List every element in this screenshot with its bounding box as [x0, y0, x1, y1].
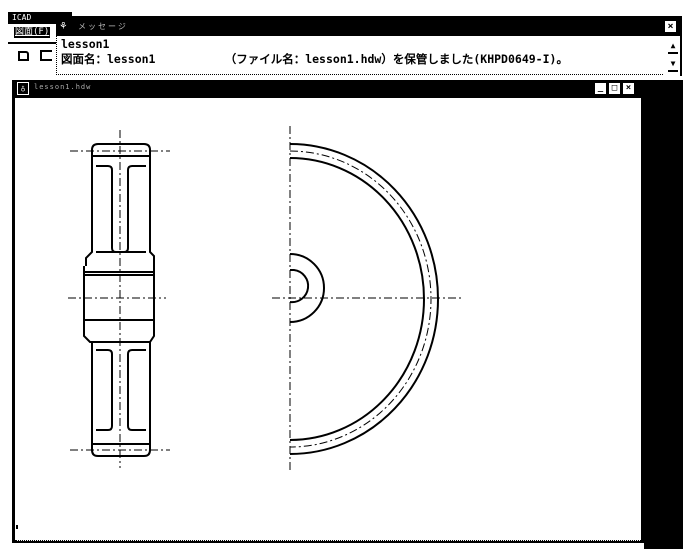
drawing-window-titlebar[interactable]: ♁ lesson1.hdw _ □ ×: [12, 80, 644, 96]
scroll-up-icon[interactable]: ▲: [668, 40, 678, 54]
menu-divider: [8, 42, 60, 44]
close-button[interactable]: ×: [623, 83, 634, 94]
open-folder-icon[interactable]: [40, 50, 52, 61]
document-icon: ♁: [17, 82, 29, 95]
minimize-button[interactable]: _: [595, 83, 606, 94]
app-title: ICAD: [12, 13, 32, 22]
maximize-button[interactable]: □: [609, 83, 620, 94]
message-line: 図面名：lesson1 （ファイル名：lesson1.hdw）を保管しました(K…: [61, 52, 568, 66]
cursor-marker: [16, 525, 18, 529]
app-logo-icon: ⚘: [60, 19, 67, 32]
side-section-view: [83, 143, 155, 457]
front-half-view: [289, 143, 439, 455]
message-dialog-title: メッセージ: [78, 22, 128, 31]
message-dialog: ⚘ メッセージ × lesson1 図面名：lesson1 （ファイル名：les…: [56, 16, 682, 76]
close-button[interactable]: ×: [665, 21, 676, 32]
drawing-window-title: lesson1.hdw: [34, 83, 92, 91]
message-log: lesson1 図面名：lesson1 （ファイル名：lesson1.hdw）を…: [56, 36, 663, 75]
scroll-down-icon[interactable]: ▼: [668, 58, 678, 72]
message-dialog-titlebar[interactable]: ⚘ メッセージ ×: [56, 18, 680, 36]
drawing-canvas[interactable]: [15, 98, 641, 541]
vertical-scrollbar[interactable]: ▲ ▼: [666, 38, 680, 76]
message-line: lesson1: [61, 37, 110, 51]
background-strip: [644, 80, 683, 549]
menu-drawing[interactable]: 図面(F): [14, 27, 51, 38]
new-document-icon[interactable]: [18, 51, 29, 61]
gear-drawing: [68, 126, 462, 472]
drawing-window: ♁ lesson1.hdw _ □ ×: [12, 80, 644, 543]
